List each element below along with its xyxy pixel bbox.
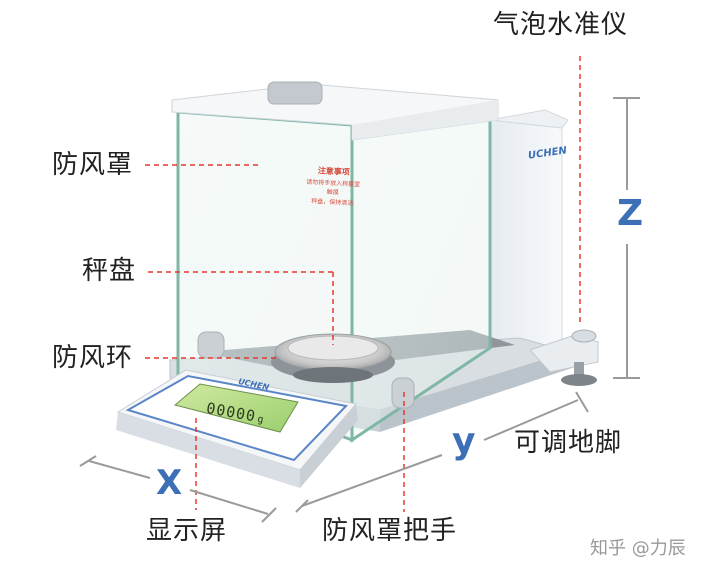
axis-label-z: Z	[617, 193, 644, 234]
label-draft-ring: 防风环	[52, 343, 134, 373]
label-display: 显示屏	[146, 516, 228, 546]
draft-shield-handle-right	[391, 377, 415, 409]
label-pan: 秤盘	[82, 256, 137, 286]
axis-label-x: X	[156, 463, 183, 503]
warning-sticker: 注意事项 请勿将手放入称量室触摸 秤盘，保持清洁	[303, 165, 363, 210]
label-adjustable-feet: 可调地脚	[514, 428, 623, 458]
axis-label-y: y	[452, 421, 476, 462]
label-shield-handle: 防风罩把手	[322, 516, 458, 546]
watermark: 知乎 @力辰	[590, 538, 686, 559]
label-draft-shield: 防风罩	[52, 150, 134, 180]
adjustable-foot	[561, 362, 597, 386]
weighing-pan	[271, 333, 395, 383]
label-bubble-level: 气泡水准仪	[493, 10, 629, 40]
draft-shield-handle-left	[197, 331, 225, 359]
top-handle	[267, 81, 323, 105]
